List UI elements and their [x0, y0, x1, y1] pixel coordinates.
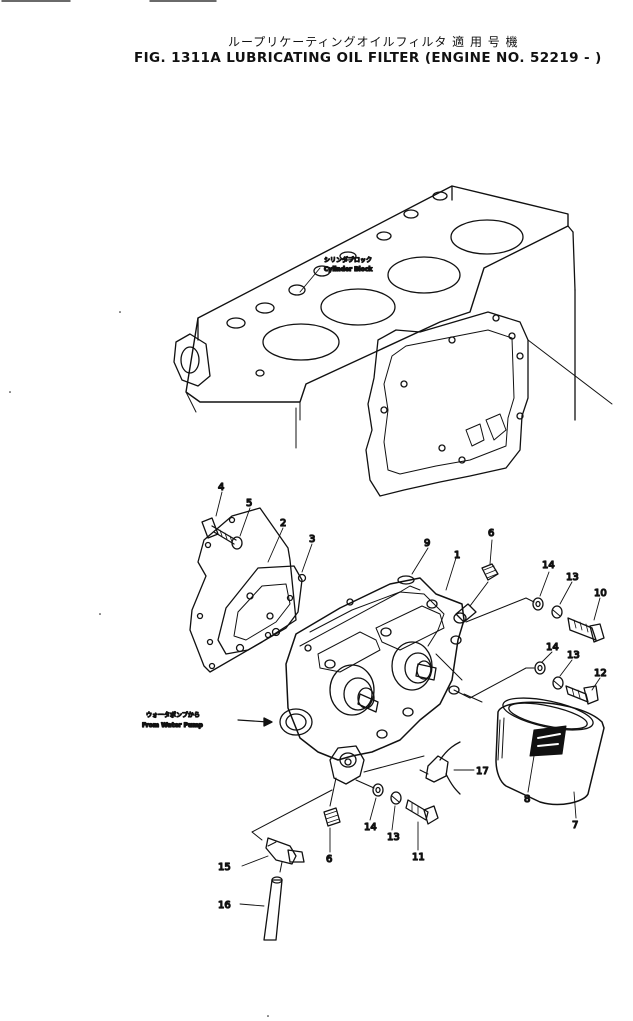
callout-9: 9 [424, 538, 430, 549]
callout-10: 10 [594, 588, 607, 599]
bolt-part-11 [405, 799, 439, 825]
figure-title-japanese: ループリケーティングオイルフィルタ 適 用 号 機 [228, 35, 519, 49]
callout-14-upper: 14 [542, 560, 555, 571]
callout-16: 16 [218, 900, 231, 911]
gasket-part-2 [189, 507, 297, 673]
leader-lines-lower [251, 755, 425, 841]
callout-15: 15 [218, 862, 231, 873]
callout-14-bottom: 14 [364, 822, 377, 833]
callout-13-lower: 13 [567, 650, 580, 661]
cylinder-block [173, 185, 613, 497]
washer-part-14-upper [532, 597, 544, 611]
pipe-part-16 [263, 861, 283, 941]
callout-1: 1 [454, 550, 460, 561]
callout-13-upper: 13 [566, 572, 579, 583]
callout-14-lower: 14 [546, 642, 559, 653]
washer-part-13-bottom [390, 791, 402, 805]
filter-head-cover-part-1 [279, 575, 489, 785]
bolt-part-4 [201, 517, 237, 545]
leader-lines-right [435, 597, 535, 703]
sensor-part-17 [419, 741, 461, 795]
callout-17: 17 [476, 766, 489, 777]
callout-5: 5 [246, 498, 252, 509]
washer-part-13-lower [552, 676, 564, 690]
bolt-part-12 [565, 685, 599, 705]
washer-part-13-upper [551, 605, 563, 619]
washer-part-14-bottom [372, 783, 384, 797]
fitting-part-15 [265, 837, 305, 865]
plug-part-6-bottom [323, 807, 341, 827]
callout-6-top: 6 [488, 528, 494, 539]
oil-filter-cartridge-part-7 [495, 697, 605, 806]
figure-title: FIG. 1311A LUBRICATING OIL FILTER (ENGIN… [134, 50, 602, 66]
cylinder-block-note-jp: シリンダブロック [324, 256, 372, 264]
callout-6-bottom: 6 [326, 854, 332, 865]
scan-specks [9, 311, 269, 1017]
callout-leaders [215, 267, 601, 907]
callout-8: 8 [524, 794, 530, 805]
bolt-part-10 [567, 617, 605, 643]
water-pump-note-jp: ウォータポンプから [146, 711, 200, 719]
plug-part-6-top [481, 563, 499, 581]
callout-3: 3 [309, 534, 315, 545]
callout-2: 2 [280, 518, 286, 529]
water-pump-note: From Water Pump [142, 722, 203, 729]
washer-part-5 [231, 536, 243, 550]
oil-cooler-plate-part-3 [217, 565, 307, 655]
water-inlet-arrow [237, 717, 273, 727]
callout-7: 7 [572, 820, 578, 831]
washer-part-14-lower [534, 661, 546, 675]
cylinder-block-note: Cylinder Block [324, 266, 373, 273]
callout-12: 12 [594, 668, 607, 679]
callout-11: 11 [412, 852, 425, 863]
callout-13-bottom: 13 [387, 832, 400, 843]
callout-4: 4 [218, 482, 224, 493]
